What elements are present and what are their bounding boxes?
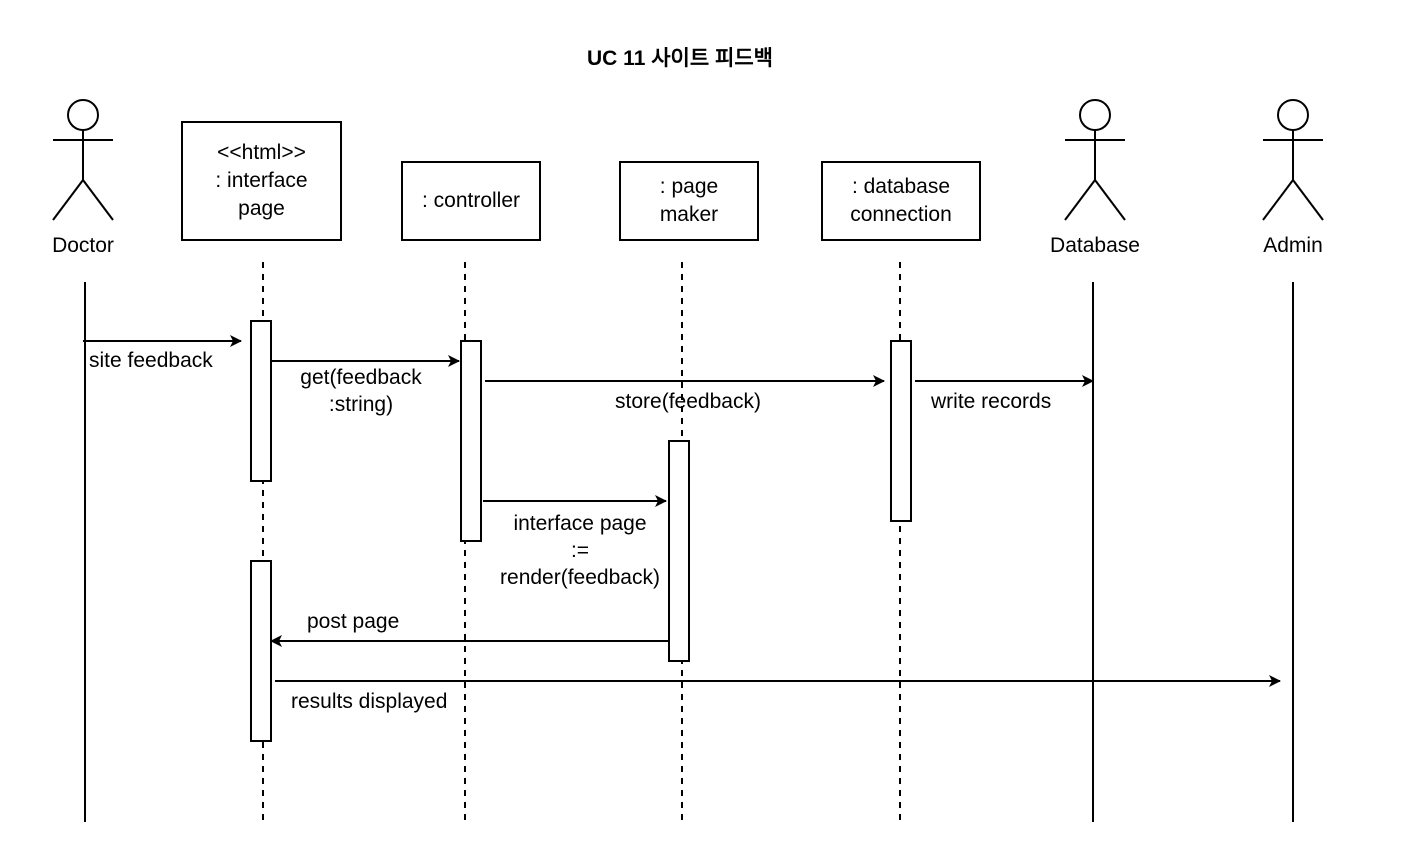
participant-page-maker: : page maker (619, 161, 759, 241)
doctor-actor-icon (52, 99, 114, 221)
interface-page-activation-2 (250, 560, 272, 742)
participant-interface-page: <<html>> : interface page (181, 121, 342, 241)
post-page-label: post page (307, 610, 400, 633)
diagram-title: UC 11 사이트 피드백 (587, 47, 773, 70)
write-records-label: write records (931, 390, 1052, 413)
results-displayed-label: results displayed (291, 690, 448, 713)
page-maker-activation (668, 440, 690, 662)
database-label: Database (1050, 234, 1140, 257)
participant-controller: : controller (401, 161, 541, 241)
database-actor-icon (1064, 99, 1126, 221)
doctor-label: Doctor (52, 234, 114, 257)
participant-db-connection: : database connection (821, 161, 981, 241)
controller-activation (460, 340, 482, 542)
render-label: interface page := render(feedback) (500, 512, 660, 589)
db-connection-activation (890, 340, 912, 522)
get-feedback-label: get(feedback :string) (300, 366, 422, 416)
interface-page-activation-1 (250, 320, 272, 482)
admin-actor-icon (1262, 99, 1324, 221)
store-feedback-label: store(feedback) (615, 390, 761, 413)
site-feedback-label: site feedback (89, 349, 213, 372)
admin-label: Admin (1263, 234, 1323, 257)
